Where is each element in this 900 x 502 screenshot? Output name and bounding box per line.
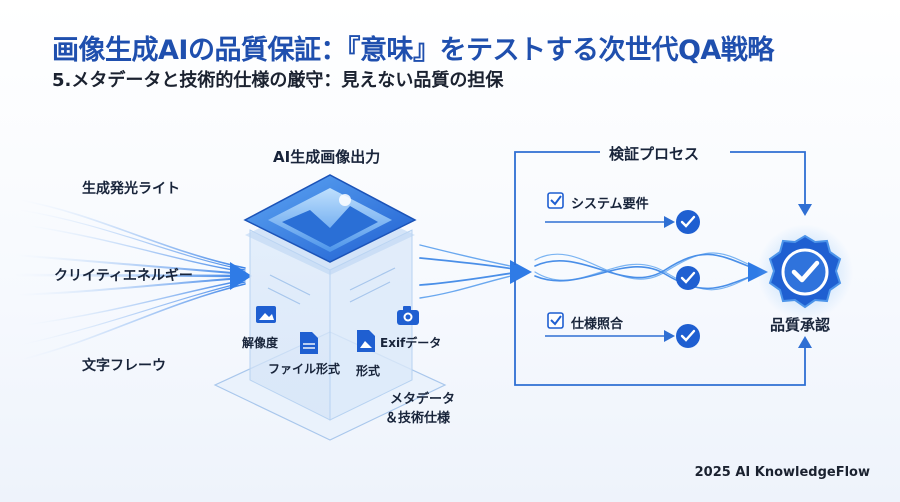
page-title: 画像生成AIの品質保証：『意味』をテストする次世代QA戦略 bbox=[52, 35, 774, 66]
process-waves bbox=[534, 252, 761, 291]
check-circle-icon-1 bbox=[676, 210, 700, 234]
page-subtitle: 5.メタデータと技術的仕様の厳守：見えない品質の担保 bbox=[52, 70, 504, 91]
file-icon bbox=[300, 332, 318, 354]
sun-icon bbox=[339, 194, 351, 206]
checkbox-icon-1 bbox=[547, 192, 564, 209]
input-streams bbox=[13, 199, 247, 361]
checkbox-icon-2 bbox=[547, 312, 564, 329]
check-label-system: システム要件 bbox=[571, 197, 649, 212]
approval-badge-icon bbox=[757, 224, 853, 320]
check-circle-icon-3 bbox=[676, 324, 700, 348]
footer-credit: 2025 AI KnowledgeFlow bbox=[694, 465, 870, 480]
input-arrow-head bbox=[230, 262, 252, 290]
frame-bottom-arrow bbox=[798, 336, 812, 348]
check-circle-icon-2 bbox=[676, 266, 700, 290]
attr-exif: Exifデータ bbox=[380, 336, 442, 350]
cube-caption-2: ＆技術仕様 bbox=[385, 411, 451, 426]
cube-caption-1: メタデータ bbox=[390, 392, 456, 407]
input-label-text: 文字フレーウ bbox=[82, 358, 166, 374]
process-frame-bottom bbox=[514, 280, 806, 386]
frame-top-arrow bbox=[798, 204, 812, 216]
cube-data-lines bbox=[267, 267, 396, 305]
mountain-icon bbox=[282, 206, 378, 247]
camera-icon bbox=[397, 306, 419, 325]
input-label-light: 生成発光ライト bbox=[82, 181, 180, 197]
attr-resolution: 解像度 bbox=[242, 336, 279, 350]
result-label: 品質承認 bbox=[770, 316, 831, 334]
process-frame-top bbox=[514, 151, 806, 265]
attr-format: 形式 bbox=[356, 364, 381, 378]
image-icon bbox=[256, 306, 276, 323]
output-arrow-head bbox=[510, 260, 532, 284]
attr-file-format: ファイル形式 bbox=[268, 362, 341, 376]
image-tile-inner bbox=[268, 188, 392, 252]
center-title: AI生成画像出力 bbox=[273, 148, 381, 166]
input-label-energy: クリイティエネルギー bbox=[54, 268, 193, 284]
output-streams bbox=[419, 244, 521, 299]
format-image-icon bbox=[357, 330, 375, 352]
check-label-spec: 仕様照合 bbox=[571, 317, 624, 332]
process-title: 検証プロセス bbox=[609, 145, 700, 163]
